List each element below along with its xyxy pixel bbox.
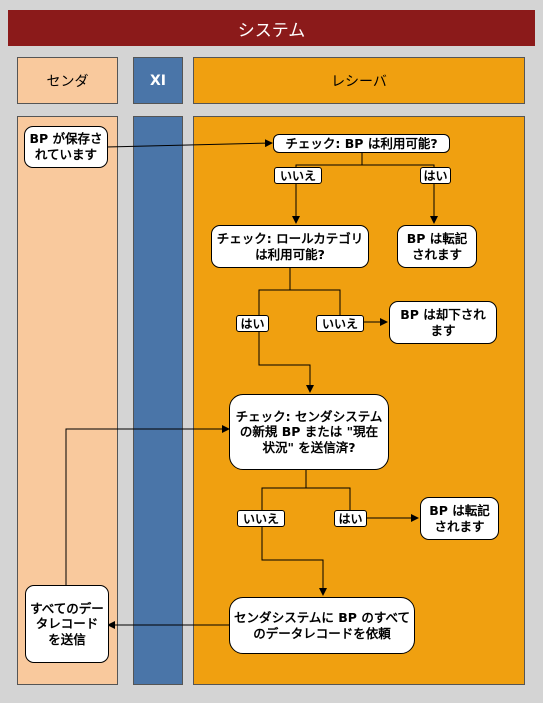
label-no-1: いいえ xyxy=(274,167,322,184)
branch-check-sender xyxy=(261,470,327,596)
label-yes-3: はい xyxy=(334,510,367,527)
label-no-3: いいえ xyxy=(237,510,285,527)
node-check-bp: チェック: BP は利用可能? xyxy=(273,134,450,153)
node-check-sender: チェック: センダシステムの新規 BP または "現在状況" を送信済? xyxy=(229,394,389,470)
lane-xi xyxy=(133,116,183,685)
lane-header-receiver: レシーバ xyxy=(193,57,525,104)
arrow-send-to-check xyxy=(65,425,230,585)
label-no-2: いいえ xyxy=(316,315,364,332)
node-send-all: すべてのデータレコードを送信 xyxy=(25,585,109,663)
node-request-all: センダシステムに BP のすべてのデータレコードを依頼 xyxy=(229,597,415,654)
branch-check-bp xyxy=(295,152,363,222)
node-bp-posted-2: BP は転記されます xyxy=(420,497,499,540)
arrow-saved-to-check xyxy=(105,139,273,148)
node-check-role: チェック: ロールカテゴリは利用可能? xyxy=(211,225,369,268)
lane-header-sender: センダ xyxy=(17,57,118,104)
node-bp-rejected: BP は却下されます xyxy=(389,301,497,344)
system-title: システム xyxy=(8,10,535,46)
lane-header-xi: XI xyxy=(133,57,183,104)
node-bp-posted-1: BP は転記されます xyxy=(397,225,477,268)
label-yes-2: はい xyxy=(236,315,269,332)
label-yes-1: はい xyxy=(420,167,451,184)
node-bp-saved: BP が保存されています xyxy=(24,126,108,168)
